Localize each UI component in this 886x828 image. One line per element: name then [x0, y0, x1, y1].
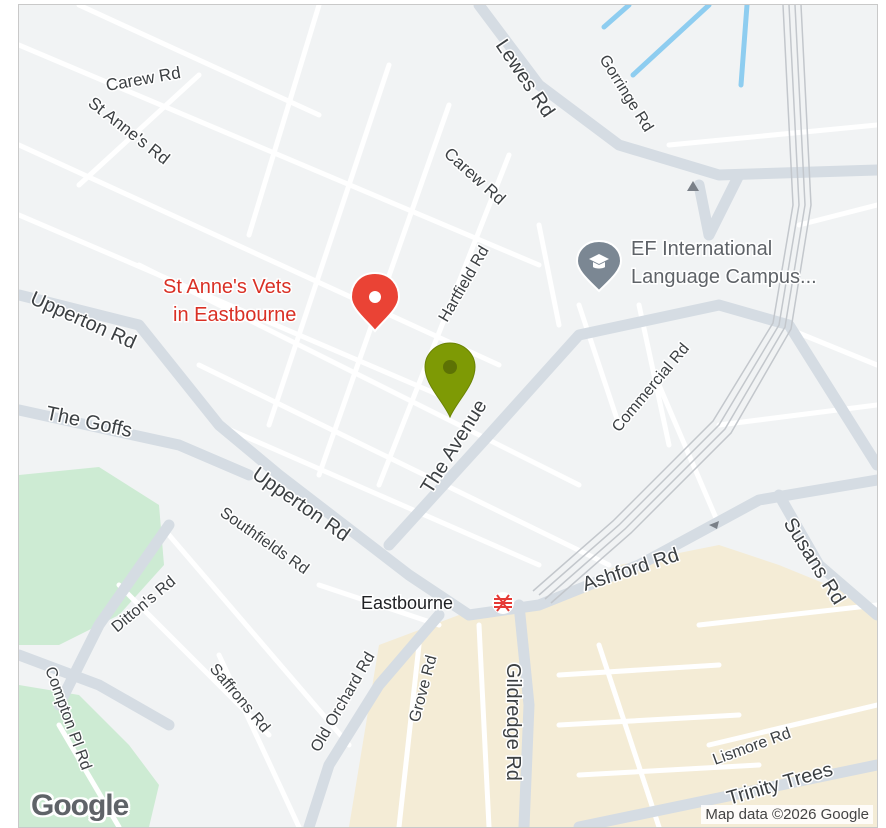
station-label: Eastbourne — [361, 593, 453, 613]
poi-label-line2: in Eastbourne — [173, 304, 296, 326]
arrow-icon — [687, 181, 699, 191]
one-way-arrows — [687, 181, 719, 529]
poi-label-line1: EF International — [631, 238, 772, 260]
map-pin-icon[interactable] — [349, 271, 401, 333]
railway-lines — [532, 5, 812, 604]
map-svg[interactable]: Carew Rd St Anne's Rd Lewes Rd Gorringe … — [19, 5, 877, 827]
park-area — [19, 685, 159, 827]
poi-label-line1: St Anne's Vets — [163, 276, 291, 298]
poi-st-annes-vets[interactable]: St Anne's Vets in Eastbourne — [162, 271, 401, 333]
road-label-gildredge-rd: Gildredge Rd — [502, 663, 524, 781]
google-logo: Google — [31, 789, 129, 822]
poi-label-line2: Language Campus... — [631, 266, 817, 288]
water-channels — [601, 5, 750, 88]
major-roads — [19, 5, 877, 827]
map-attribution[interactable]: Map data ©2026 Google — [701, 805, 873, 824]
selected-location-marker[interactable] — [424, 342, 476, 419]
poi-eastbourne-station[interactable]: Eastbourne — [360, 592, 514, 615]
poi-ef-international[interactable]: EF International Language Campus... — [575, 237, 818, 293]
national-rail-icon[interactable] — [492, 592, 514, 614]
graduation-cap-icon[interactable] — [575, 239, 623, 293]
park-area — [19, 467, 164, 645]
map-canvas[interactable]: Carew Rd St Anne's Rd Lewes Rd Gorringe … — [18, 4, 878, 828]
arrow-icon — [709, 521, 719, 529]
